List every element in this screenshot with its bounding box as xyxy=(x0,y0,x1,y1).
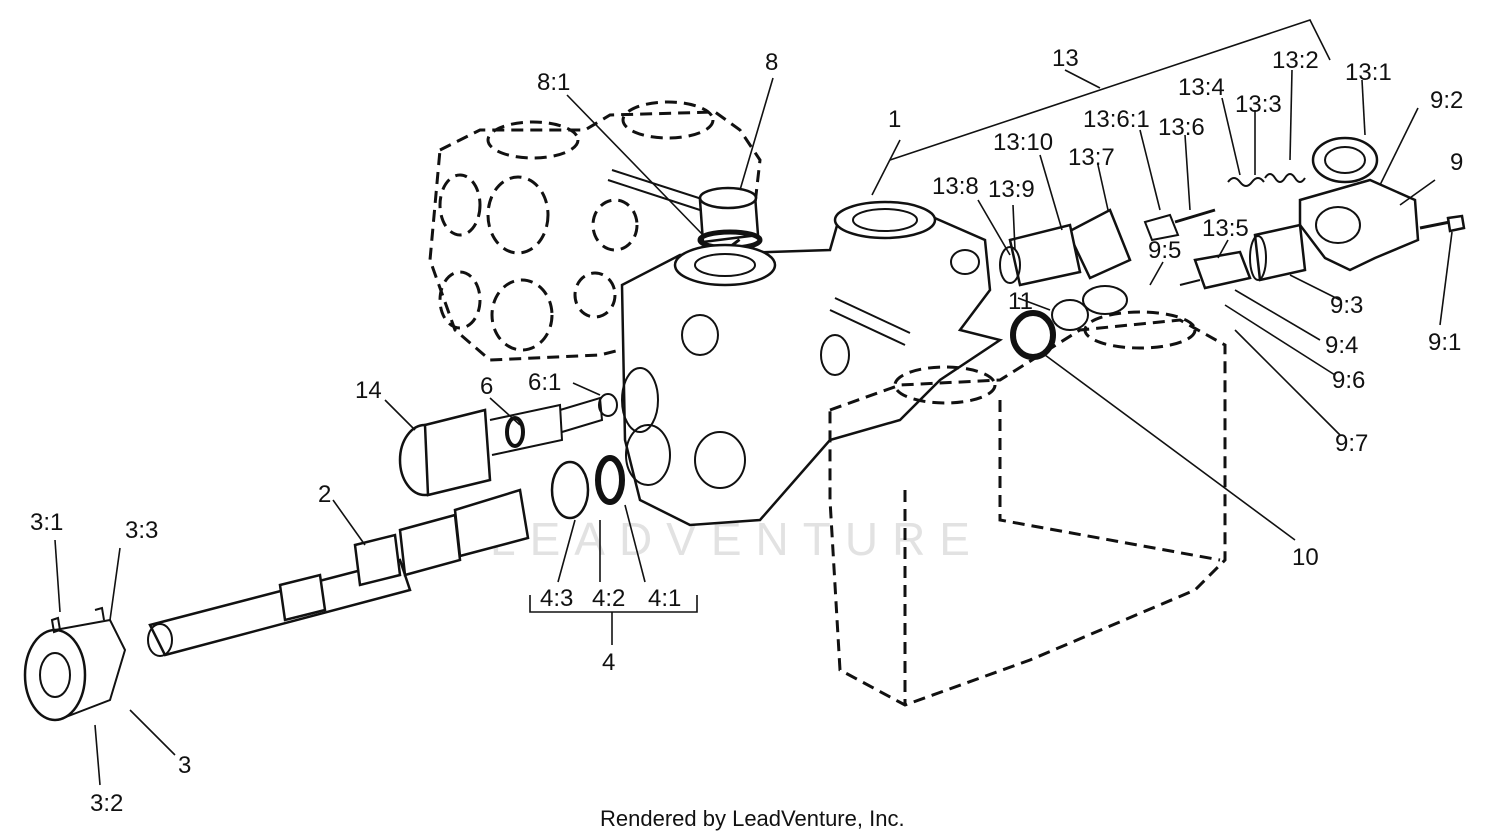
spool-2 xyxy=(147,455,625,657)
callout-14: 14 xyxy=(355,377,382,404)
callout-13-8: 13:8 xyxy=(932,173,979,200)
callout-10: 10 xyxy=(1292,544,1319,571)
callout-13-1: 13:1 xyxy=(1345,59,1392,86)
callout-3-1: 3:1 xyxy=(30,509,63,536)
callout-9-4: 9:4 xyxy=(1325,332,1358,359)
callout-3-3: 3:3 xyxy=(125,517,158,544)
callout-13-9: 13:9 xyxy=(988,176,1035,203)
callout-9: 9 xyxy=(1450,149,1463,176)
callout-8: 8 xyxy=(765,49,778,76)
callout-9-6: 9:6 xyxy=(1332,367,1365,394)
front-valve-section-outline xyxy=(828,310,1227,707)
callout-13-2: 13:2 xyxy=(1272,47,1319,74)
ring-9-5 xyxy=(1082,285,1128,315)
callout-labels: 1 2 3 3:1 3:2 3:3 4 4:1 4:2 4:3 6 6:1 8 … xyxy=(30,45,1463,817)
leader-lines xyxy=(54,19,1453,786)
callout-1: 1 xyxy=(888,106,901,133)
callout-6-1: 6:1 xyxy=(528,369,561,396)
callout-13-4: 13:4 xyxy=(1178,74,1225,101)
callout-3: 3 xyxy=(178,752,191,779)
callout-13-5: 13:5 xyxy=(1202,215,1249,242)
callout-13-6: 13:6 xyxy=(1158,114,1205,141)
callout-9-3: 9:3 xyxy=(1330,292,1363,319)
callout-4-1: 4:1 xyxy=(648,585,681,612)
callout-6: 6 xyxy=(480,373,493,400)
callout-4-3: 4:3 xyxy=(540,585,573,612)
seal-ring-10 xyxy=(1010,310,1056,360)
callout-9-7: 9:7 xyxy=(1335,430,1368,457)
cover-9 xyxy=(1298,178,1466,272)
tie-rod xyxy=(607,169,706,211)
footer-credit: Rendered by LeadVenture, Inc. xyxy=(600,806,905,831)
callout-8-1: 8:1 xyxy=(537,69,570,96)
callout-13-6-1: 13:6:1 xyxy=(1083,106,1150,133)
piston-9-3 xyxy=(1179,223,1307,290)
plug-8 xyxy=(697,186,763,251)
callout-4-2: 4:2 xyxy=(592,585,625,612)
cap-assembly-3 xyxy=(23,606,127,722)
callout-9-2: 9:2 xyxy=(1430,87,1463,114)
callout-13: 13 xyxy=(1052,45,1079,72)
callout-9-1: 9:1 xyxy=(1428,329,1461,356)
callout-2: 2 xyxy=(318,481,331,508)
callout-13-10: 13:10 xyxy=(993,129,1053,156)
callout-4: 4 xyxy=(602,649,615,676)
callout-3-2: 3:2 xyxy=(90,790,123,817)
callout-11: 11 xyxy=(1008,288,1033,315)
relief-valve-13 xyxy=(999,136,1379,287)
ring-11 xyxy=(1051,299,1089,331)
valve-body-1 xyxy=(620,200,1004,527)
plug-14 xyxy=(398,393,618,497)
callout-13-3: 13:3 xyxy=(1235,91,1282,118)
callout-9-5: 9:5 xyxy=(1148,237,1181,264)
callout-13-7: 13:7 xyxy=(1068,144,1115,171)
